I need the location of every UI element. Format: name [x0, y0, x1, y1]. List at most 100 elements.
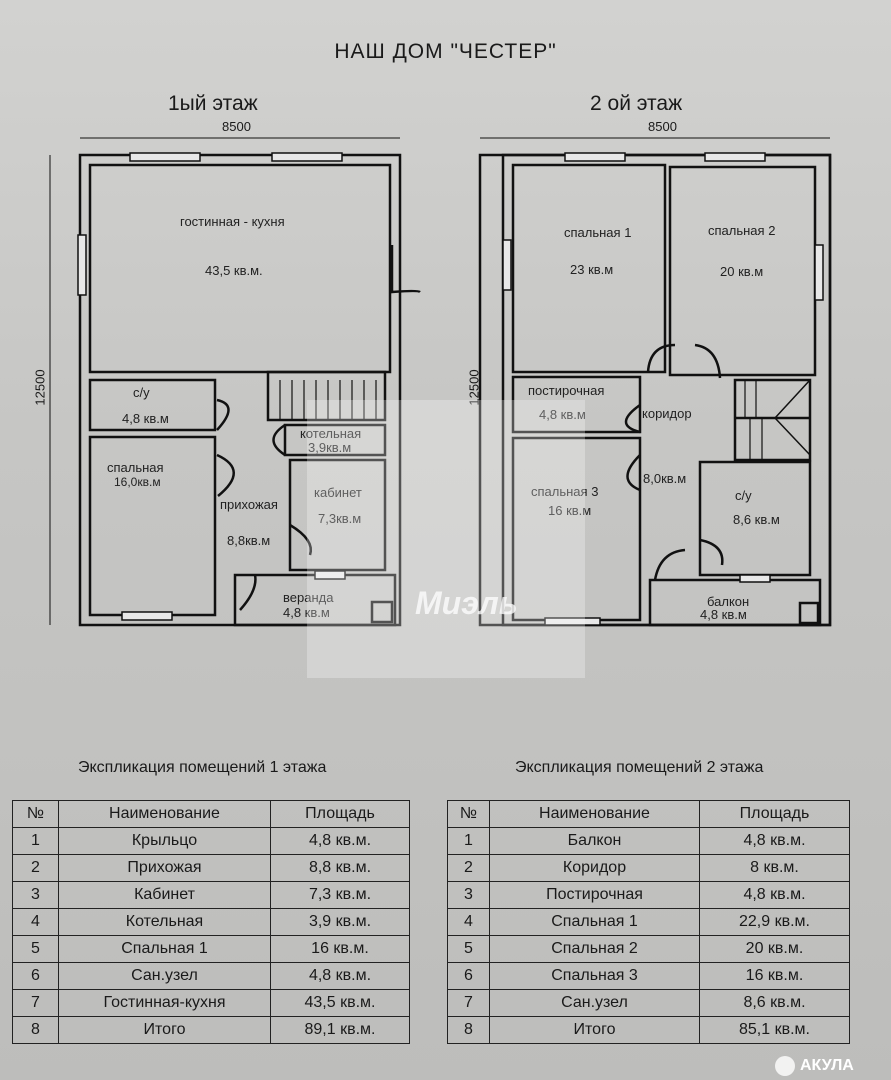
cell-name: Постирочная [489, 881, 700, 909]
cell-area: 8,6 кв.м. [699, 989, 850, 1017]
room-name: спальная [107, 460, 164, 475]
watermark-logo: Миэль [415, 585, 518, 621]
cell-name: Сан.узел [489, 989, 700, 1017]
cell-number: 7 [12, 989, 59, 1017]
cell-name: Спальная 3 [489, 962, 700, 990]
cell-area: 7,3 кв.м. [270, 881, 410, 909]
room-area: 8,8кв.м [227, 533, 271, 548]
room-name: спальная 3 [531, 484, 599, 499]
cell-number: 6 [12, 962, 59, 990]
room-area: 7,3кв.м [318, 511, 362, 526]
cell-name: Крыльцо [58, 827, 271, 855]
room-name: прихожая [220, 497, 278, 512]
cell-number: 1 [12, 827, 59, 855]
cell-number: 2 [447, 854, 490, 882]
cell-area: 85,1 кв.м. [699, 1016, 850, 1044]
room-area: 8,0кв.м [643, 471, 687, 486]
cell-area: 8 кв.м. [699, 854, 850, 882]
cell-area: 16 кв.м. [270, 935, 410, 963]
room-name: коридор [642, 406, 692, 421]
room-area: 23 кв.м [570, 262, 614, 277]
cell-area: 8,8 кв.м. [270, 854, 410, 882]
cell-area: 4,8 кв.м. [699, 827, 850, 855]
room-name: спальная 1 [564, 225, 632, 240]
cell-area: 4,8 кв.м. [270, 827, 410, 855]
cell-number: 5 [447, 935, 490, 963]
header-name: Наименование [489, 800, 700, 828]
room-area: 3,9кв.м [308, 440, 352, 455]
table1-caption: Экспликация помещений 1 этажа [78, 759, 327, 776]
room-name: с/у [735, 488, 752, 503]
floor2-label: 2 ой этаж [590, 92, 683, 115]
cell-area: 89,1 кв.м. [270, 1016, 410, 1044]
cell-area: 4,8 кв.м. [699, 881, 850, 909]
cell-number: 2 [12, 854, 59, 882]
table2-caption: Экспликация помещений 2 этажа [515, 759, 764, 776]
cell-area: 16 кв.м. [699, 962, 850, 990]
cell-name: Балкон [489, 827, 700, 855]
cell-name: Сан.узел [58, 962, 271, 990]
room-area: 4,8 кв.м [283, 605, 330, 620]
header-number: № [12, 800, 59, 828]
room-area: 16 кв.м [548, 503, 592, 518]
room-area: 43,5 кв.м. [205, 263, 263, 278]
room-area: 4,8 кв.м [539, 407, 586, 422]
header-number: № [447, 800, 490, 828]
cell-number: 4 [447, 908, 490, 936]
room-name: котельная [300, 426, 362, 441]
floor2-plan [478, 137, 832, 627]
cell-name: Итого [58, 1016, 271, 1044]
room-name: с/у [133, 385, 150, 400]
room-area: 4,8 кв.м [700, 607, 747, 622]
room-name: кабинет [314, 485, 362, 500]
cell-area: 22,9 кв.м. [699, 908, 850, 936]
cell-number: 8 [447, 1016, 490, 1044]
akula-logo-icon [775, 1056, 795, 1076]
floor2-width-dim: 8500 [648, 119, 677, 134]
room-name: балкон [707, 594, 750, 609]
cell-name: Спальная 2 [489, 935, 700, 963]
floor1-plan [49, 137, 421, 627]
watermark-overlay [307, 400, 585, 678]
cell-name: Спальная 1 [58, 935, 271, 963]
cell-number: 1 [447, 827, 490, 855]
document-title: НАШ ДОМ "ЧЕСТЕР" [334, 40, 557, 63]
cell-name: Прихожая [58, 854, 271, 882]
cell-name: Гостинная-кухня [58, 989, 271, 1017]
room-name: спальная 2 [708, 223, 776, 238]
cell-area: 20 кв.м. [699, 935, 850, 963]
cell-name: Кабинет [58, 881, 271, 909]
table-header: № Наименование Площадь [447, 800, 850, 828]
room-name: веранда [283, 590, 334, 605]
cell-area: 3,9 кв.м. [270, 908, 410, 936]
cell-number: 8 [12, 1016, 59, 1044]
floor1-width-dim: 8500 [222, 119, 251, 134]
header-area: Площадь [270, 800, 410, 828]
cell-number: 3 [447, 881, 490, 909]
cell-name: Итого [489, 1016, 700, 1044]
room-area: 20 кв.м [720, 264, 764, 279]
cell-number: 6 [447, 962, 490, 990]
table-header: № Наименование Площадь [12, 800, 410, 828]
akula-badge: АКУЛА [775, 1056, 854, 1076]
cell-number: 5 [12, 935, 59, 963]
room-area: 8,6 кв.м [733, 512, 780, 527]
